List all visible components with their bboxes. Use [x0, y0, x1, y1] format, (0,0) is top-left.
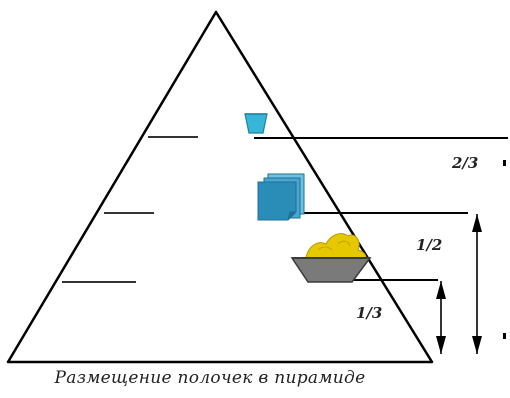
double-arrow-icon	[472, 214, 482, 354]
tick-mark	[503, 333, 506, 339]
bowl-with-sand-icon	[290, 233, 372, 283]
paper-sheets-icon	[257, 173, 305, 221]
double-arrow-icon	[436, 281, 446, 354]
label-one-half: 1/2	[416, 236, 442, 254]
label-two-thirds: 2/3	[451, 154, 478, 172]
pyramid-outline	[6, 10, 434, 364]
tick-mark	[503, 160, 506, 166]
label-one-third: 1/3	[356, 304, 382, 322]
cup-icon	[244, 113, 268, 134]
diagram-caption: Размещение полочек в пирамиде	[54, 368, 366, 388]
